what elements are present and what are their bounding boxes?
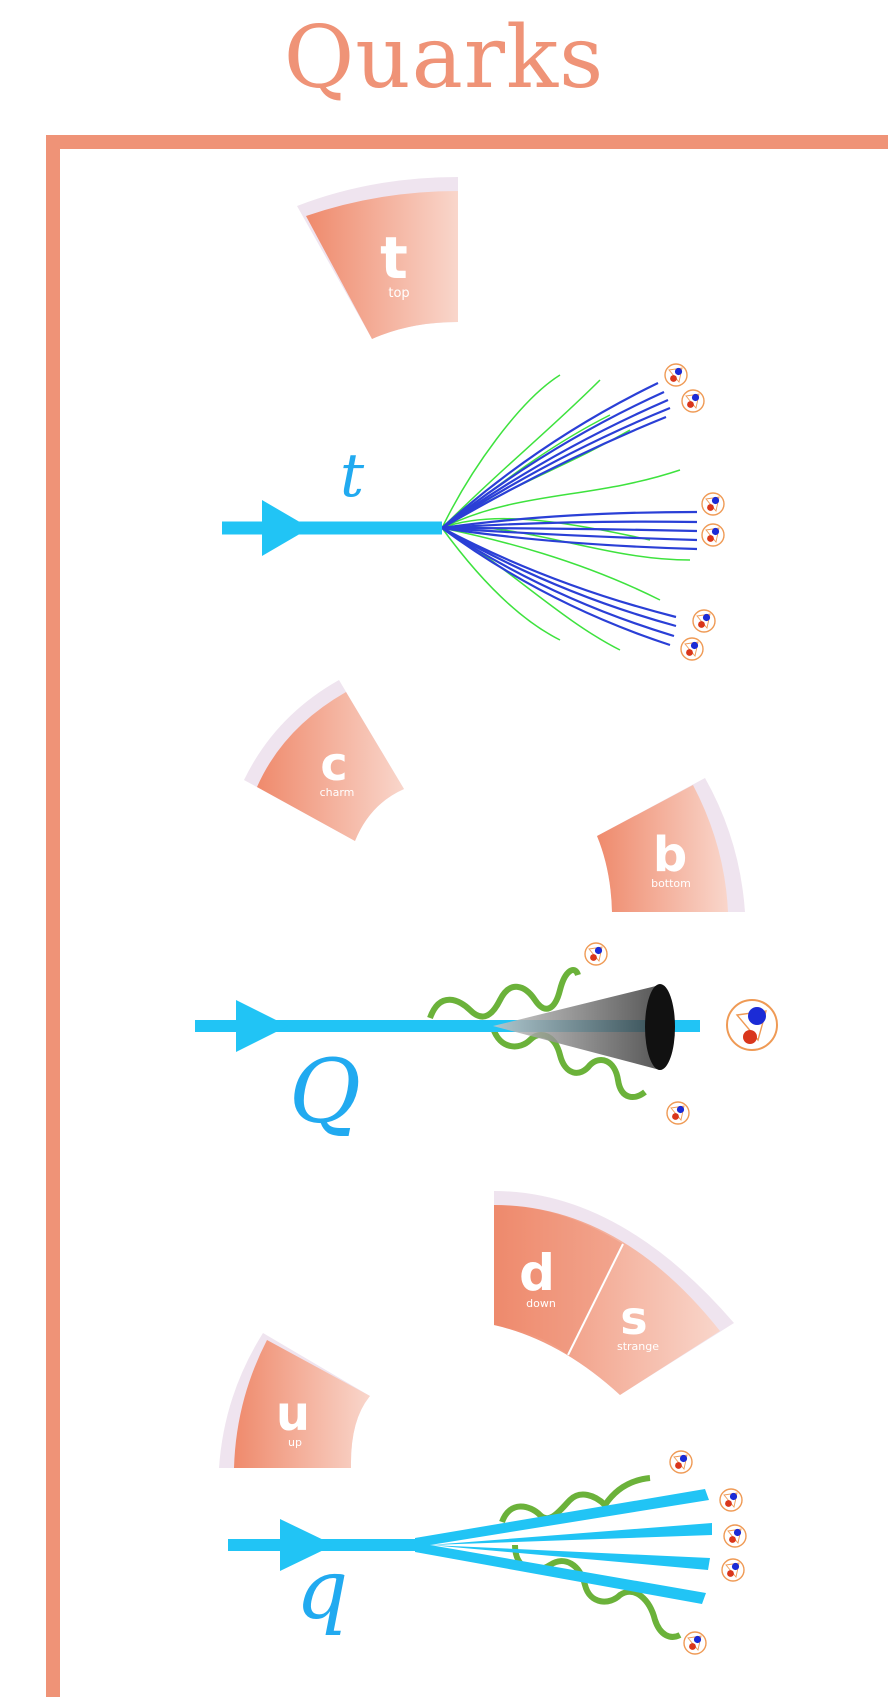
charm-quark-name: charm: [320, 786, 355, 799]
hadron-icon: [722, 1559, 744, 1581]
quark-arrow-top: [262, 500, 310, 556]
hadron-icon: [684, 1632, 706, 1654]
hadron-icon: [702, 493, 724, 515]
blue-jet-fibers: [442, 383, 697, 645]
up-quark-name: up: [288, 1436, 302, 1449]
strange-quark-name: strange: [617, 1340, 659, 1353]
top-quark-symbol: t: [380, 224, 408, 292]
bottom-quark-name: bottom: [651, 877, 691, 890]
quark-wedge-top: t top: [297, 177, 458, 339]
hadron-icon: [667, 1102, 689, 1124]
hadron-icon: [724, 1525, 746, 1547]
top-decay-label: t: [340, 441, 365, 511]
light-quark-jet-diagram: q: [228, 1451, 746, 1654]
quark-wedge-bottom: b bottom: [597, 778, 745, 912]
jet-cone: [493, 985, 660, 1070]
quark-wedge-up: u up: [219, 1333, 370, 1468]
top-decay-diagram: t: [222, 364, 724, 660]
hadron-icon: [665, 364, 687, 386]
heavy-hadron-icon: [727, 1000, 777, 1050]
hadron-icon: [681, 638, 703, 660]
down-quark-symbol: d: [519, 1244, 555, 1302]
down-quark-name: down: [526, 1297, 556, 1310]
up-quark-symbol: u: [276, 1386, 310, 1442]
hadron-icon: [670, 1451, 692, 1473]
hadron-icon: [585, 943, 607, 965]
heavy-quark-label: Q: [289, 1040, 361, 1143]
strange-quark-symbol: s: [620, 1291, 647, 1345]
light-quark-label: q: [296, 1543, 349, 1638]
hadron-icon: [702, 524, 724, 546]
charm-quark-symbol: c: [320, 737, 347, 791]
hadron-icon: [682, 390, 704, 412]
quark-wedge-down-strange: d down s strange: [494, 1191, 734, 1395]
hadron-icon: [720, 1489, 742, 1511]
quark-wedge-charm: c charm: [244, 680, 404, 841]
quark-arrow-heavy: [236, 1000, 288, 1052]
jet-cone-mouth: [645, 984, 675, 1070]
bottom-quark-symbol: b: [653, 827, 687, 883]
heavy-quark-jet-diagram: Q: [195, 943, 777, 1143]
hadron-icon: [693, 610, 715, 632]
frame-border: [53, 142, 888, 1697]
top-quark-name: top: [388, 286, 409, 301]
